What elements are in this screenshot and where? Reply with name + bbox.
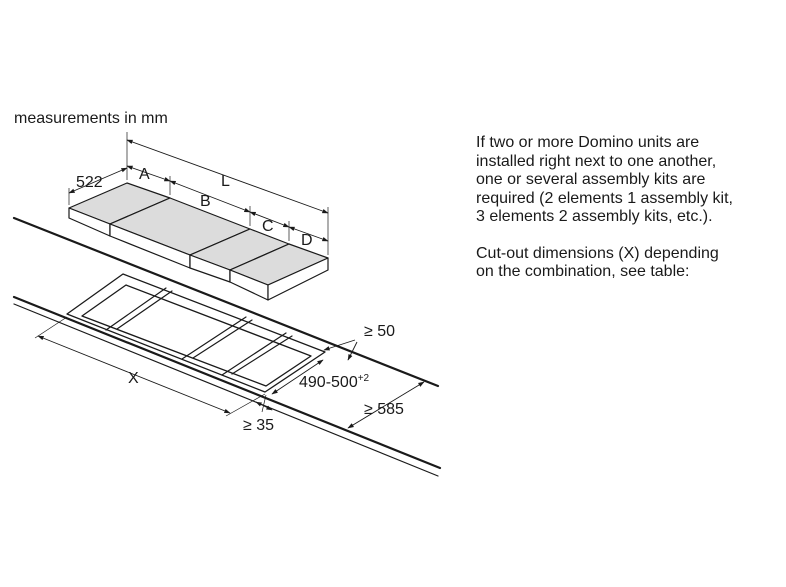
notes-line: 3 elements 2 assembly kits, etc.). [476,208,713,225]
dimension-d: D [288,207,329,255]
label-a: A [139,166,150,183]
label-b: B [200,193,211,210]
label-cutout-depth: 490-500 [299,374,358,391]
label-min-35: ≥ 35 [243,417,274,434]
label-x: X [128,370,139,387]
label-l: L [221,173,230,190]
notes-line: one or several assembly kits are [476,171,706,188]
dimension-cutout-depth: 490-500+2 [271,359,370,395]
notes-line: Cut-out dimensions (X) depending [476,244,719,262]
notes-paragraph-assembly-kits: If two or more Domino units are installe… [476,134,776,227]
dimension-min-50: ≥ 50 [323,323,395,361]
notes-paragraph-cutout: Cut-out dimensions (X) depending on the … [476,245,776,282]
notes-line: installed right next to one another, [476,152,717,170]
hob-units [68,182,329,301]
label-c: C [262,218,274,235]
units-caption: measurements in mm [14,110,168,127]
notes-line: If two or more Domino units are [476,134,700,151]
label-min-50: ≥ 50 [364,323,395,340]
notes-line: on the combination, see table: [476,263,690,280]
hob-unit-d [229,243,329,301]
dimension-x: X [34,316,266,417]
installation-notes: If two or more Domino units are installe… [476,134,776,282]
label-d: D [301,232,313,249]
dimension-l: L [126,132,329,214]
dimension-min-35: ≥ 35 [243,394,274,434]
notes-line: required (2 elements 1 assembly kit, [476,189,733,207]
depth-dimension: 522 [68,160,128,205]
dimension-min-585: ≥ 585 [347,381,425,429]
depth-label: 522 [76,174,103,191]
label-min-585: ≥ 585 [364,401,404,418]
label-cutout-tolerance: +2 [358,373,370,384]
svg-text:490-500+2: 490-500+2 [299,373,370,391]
